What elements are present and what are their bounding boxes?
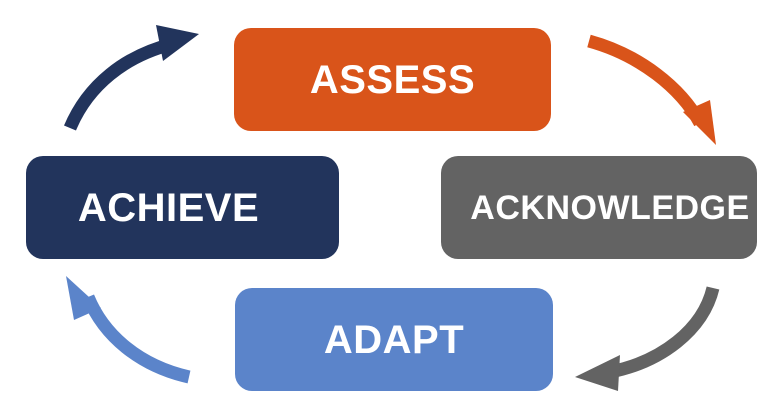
arrow-acknowledge-to-adapt <box>575 286 720 391</box>
arrow-achieve-to-assess <box>64 25 199 131</box>
node-acknowledge-label: ACKNOWLEDGE <box>470 188 750 227</box>
node-achieve-label: ACHIEVE <box>77 185 260 230</box>
node-assess-label: ASSESS <box>309 57 476 102</box>
node-adapt[interactable]: ADAPT <box>235 288 553 391</box>
arrow-assess-to-acknowledge <box>587 34 716 145</box>
arrow-adapt-to-achieve <box>66 276 191 384</box>
node-acknowledge[interactable]: ACKNOWLEDGE <box>441 156 757 259</box>
node-assess[interactable]: ASSESS <box>234 28 551 131</box>
node-achieve[interactable]: ACHIEVE <box>26 156 339 259</box>
node-adapt-label: ADAPT <box>323 317 465 362</box>
